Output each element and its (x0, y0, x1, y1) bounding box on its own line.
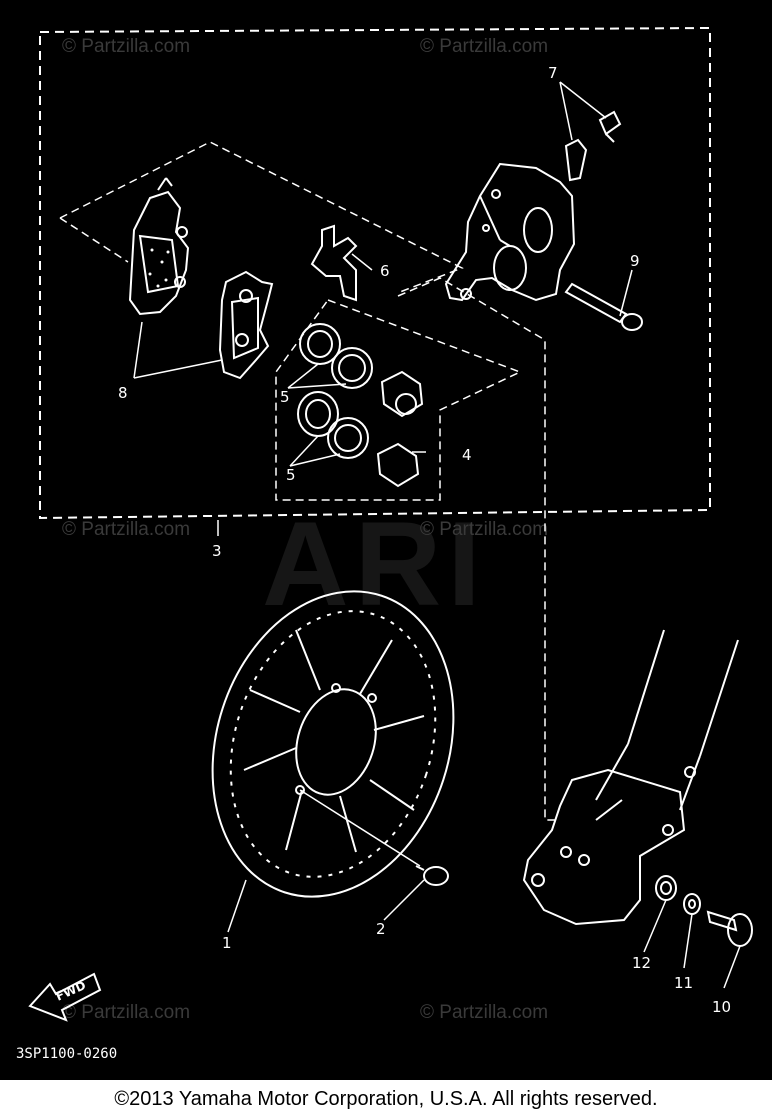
watermark-5: © Partzilla.com (62, 1002, 190, 1023)
callout-10: 10 (712, 998, 731, 1016)
callout-5b: 5 (286, 466, 296, 484)
callout-8: 8 (118, 384, 128, 402)
disc-bolt-leader (299, 789, 421, 867)
pad-spring (310, 224, 358, 302)
watermark-3: © Partzilla.com (62, 519, 190, 540)
callout-7: 7 (548, 64, 558, 82)
callout-3: 3 (212, 542, 222, 560)
leader-lines (133, 81, 741, 989)
callout-6: 6 (380, 262, 390, 280)
disc-bolt (415, 865, 449, 886)
front-fork (522, 629, 739, 926)
callout-5a: 5 (280, 388, 290, 406)
watermark-2: © Partzilla.com (420, 36, 548, 57)
brake-pad-left-texture (148, 248, 170, 288)
caliper-body (444, 162, 576, 302)
seal-kit (297, 323, 373, 459)
diagram-code: 3SP1100-0260 (16, 1046, 117, 1062)
watermark-1: © Partzilla.com (62, 36, 190, 57)
seal-kit-outline (275, 299, 522, 501)
partzilla-watermarks: © Partzilla.com © Partzilla.com © Partzi… (62, 36, 548, 1023)
watermark-6: © Partzilla.com (420, 1002, 548, 1023)
copyright-footer: ©2013 Yamaha Motor Corporation, U.S.A. A… (0, 1080, 772, 1118)
callout-12: 12 (632, 954, 651, 972)
caliper-lead-line (397, 277, 560, 821)
disc-spokes (243, 629, 425, 853)
axle-hardware (655, 875, 753, 947)
pad-kit-outline (59, 141, 464, 293)
callout-11: 11 (674, 974, 693, 992)
brake-diagram: ARI © Partzilla.com © Partzilla.com © Pa… (16, 26, 753, 1062)
caliper-pistons (376, 370, 424, 488)
brake-pad-left (128, 177, 190, 316)
assembly-box (39, 26, 711, 520)
callout-4: 4 (462, 446, 472, 464)
caliper-bolt (564, 282, 643, 331)
callout-9: 9 (630, 252, 640, 270)
brake-disc (211, 590, 455, 898)
art-watermark: ARI (262, 497, 487, 631)
pad-kit-edge (59, 217, 129, 263)
watermark-4: © Partzilla.com (420, 519, 548, 540)
brake-pad-right (218, 270, 274, 380)
callout-1: 1 (222, 934, 232, 952)
callout-2: 2 (376, 920, 386, 938)
bleed-screw (564, 110, 622, 182)
